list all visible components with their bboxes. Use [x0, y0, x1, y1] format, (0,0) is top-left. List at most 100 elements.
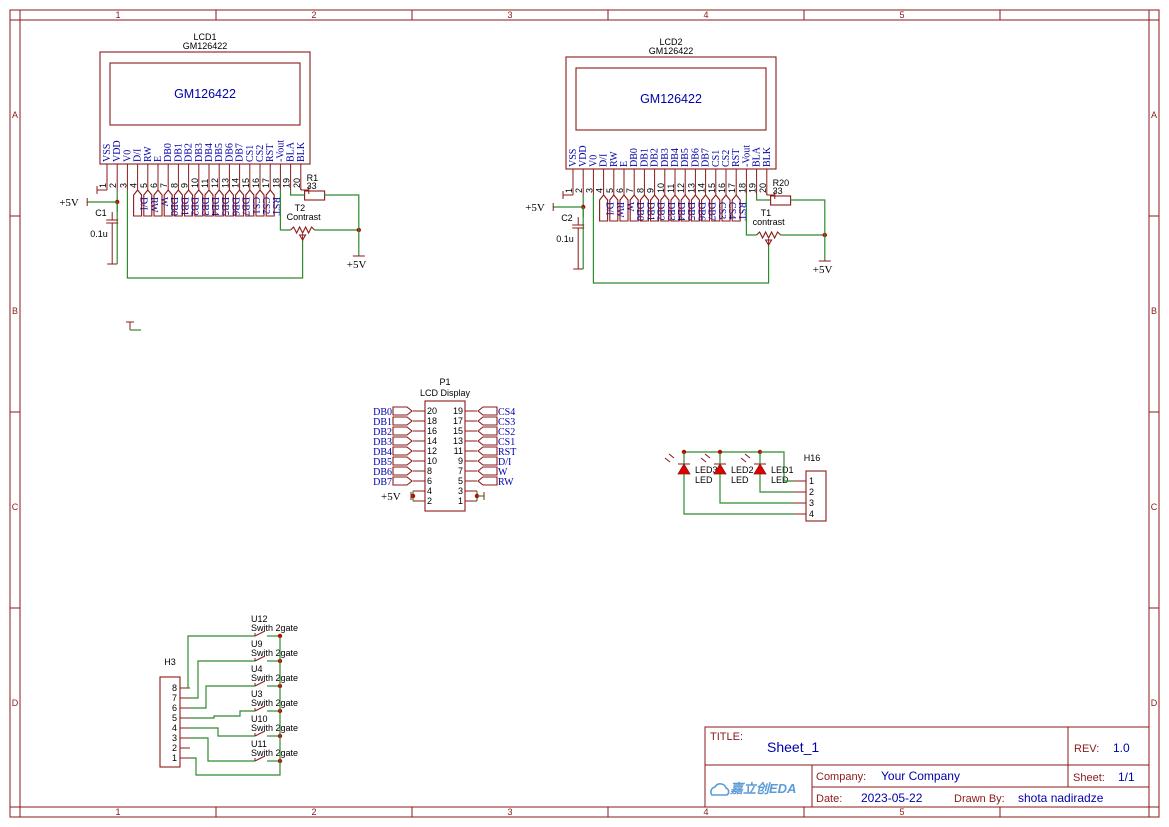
- sheet-value: 1/1: [1118, 770, 1135, 784]
- wire: [755, 195, 771, 201]
- lcd2-pin-name: DB5: [680, 148, 691, 167]
- lcd2-pin-number: 18: [737, 183, 747, 193]
- lcd2-pin-number: 2: [574, 188, 584, 193]
- lcd1-pin-number: 1: [98, 183, 108, 188]
- lcd2-pin-name: E: [619, 161, 630, 167]
- zone-column-label: 3: [507, 807, 512, 817]
- lcd2-net-flag: [721, 194, 731, 222]
- p1-net-right: CS3: [498, 417, 515, 428]
- p1-net-flag: [477, 446, 498, 456]
- p1-net-left: DB7: [373, 477, 392, 488]
- lcd2-net-label: DB6: [695, 202, 706, 221]
- zone-row-label: B: [12, 306, 18, 316]
- led-triangle: [753, 463, 767, 475]
- p1-net-flag: [392, 456, 413, 466]
- lcd1-pin-name: D/I: [133, 149, 144, 162]
- lcd2-pin-number: 19: [748, 183, 758, 193]
- lcd1-net-label: CS1: [250, 197, 261, 214]
- lcd1-pin-number: 6: [149, 183, 159, 188]
- lcd1-pin-number: 14: [231, 178, 241, 188]
- lcd2-pin-name: DB1: [639, 148, 650, 167]
- h3-pin-number: 4: [172, 723, 177, 733]
- p1-pin-number: 20: [427, 406, 437, 416]
- zone-row-label: C: [12, 502, 19, 512]
- lcd1-net-label: DB5: [219, 197, 230, 216]
- lcd1-pin-number: 17: [261, 178, 271, 188]
- switch-value: Swith 2gate: [251, 698, 298, 708]
- lcd1-pin-number: 12: [210, 178, 220, 188]
- company-value: Your Company: [881, 769, 960, 783]
- h3-pin-number: 6: [172, 703, 177, 713]
- lcd1-pin-number: 18: [271, 178, 281, 188]
- lcd2-net-label: D/I: [604, 202, 615, 215]
- lcd2-cap-ref: C2: [561, 213, 573, 223]
- lcd1-value: GM126422: [183, 41, 228, 51]
- lcd2-net-label: RW: [614, 202, 625, 218]
- p1-net-left: DB0: [373, 407, 392, 418]
- h3-pin-number: 8: [172, 683, 177, 693]
- wire: [190, 660, 255, 699]
- zone-column-label: 2: [311, 10, 316, 20]
- zone-row-label: B: [1151, 306, 1157, 316]
- p1-net-left: DB1: [373, 417, 392, 428]
- lcd1-pin-number: 20: [292, 178, 302, 188]
- led-value: LED: [731, 475, 749, 485]
- p1-body: [424, 400, 466, 512]
- lcd1-pot-resistor: [290, 225, 315, 235]
- switch-contact: [254, 655, 266, 662]
- lcd2-net-label: RST: [736, 202, 747, 220]
- p1-net-left: DB2: [373, 427, 392, 438]
- p1-pin-number: 1: [458, 496, 463, 506]
- lcd2-screen: [575, 67, 767, 131]
- lcd1-pin-name: BLA: [286, 141, 297, 162]
- lcd1-pin-name: DB5: [214, 143, 225, 162]
- lcd1-net-flag: [153, 189, 163, 217]
- lcd1-net-label: DB2: [189, 197, 200, 216]
- lcd1-ref: LCD1: [193, 32, 216, 42]
- p1-pin-number: 16: [427, 426, 437, 436]
- p1-net-flag: [392, 416, 413, 426]
- lcd2-net-flag: [619, 194, 629, 222]
- lcd2-net-flag: [639, 194, 649, 222]
- lcd2-pin-name: DB7: [701, 148, 712, 167]
- rev-label: REV:: [1074, 743, 1099, 755]
- lcd2-pin-number: 15: [707, 183, 717, 193]
- lcd1-net-flag: [204, 189, 214, 217]
- lcd1-pin-name: DB3: [194, 143, 205, 162]
- h16-pin-number: 4: [809, 509, 814, 519]
- lcd1-pin-number: 16: [251, 178, 261, 188]
- lcd1-pin-name: V0: [122, 150, 133, 162]
- lcd1-pin-number: 15: [241, 178, 251, 188]
- p1-net-flag: [477, 406, 498, 416]
- p1-pin-number: 8: [427, 466, 432, 476]
- lcd2-pot-value: contrast: [753, 217, 786, 227]
- lcd2-pin-name: RW: [609, 151, 620, 167]
- p1-pin-number: 5: [458, 476, 463, 486]
- led-light-icon: [700, 453, 711, 463]
- zone-row-label: A: [1151, 110, 1157, 120]
- lcd1-pin-number: 5: [139, 183, 149, 188]
- p1-net-flag: [392, 406, 413, 416]
- lcd1-net-flag: [184, 189, 194, 217]
- p1-net-flag: [477, 476, 498, 486]
- title-block-border: [704, 726, 1150, 808]
- zone-column-label: 5: [899, 10, 904, 20]
- switch-value: Swith 2gate: [251, 648, 298, 658]
- led-value: LED: [695, 475, 713, 485]
- lcd1-net-flag: [173, 189, 183, 217]
- lcd2-net-flag: [599, 194, 609, 222]
- lcd2-net-label: W: [624, 202, 635, 212]
- lcd1-resistor-value: 33: [307, 181, 317, 191]
- lcd2-pin-name: RST: [731, 149, 742, 167]
- led-ref: LED3: [695, 465, 718, 475]
- lcd1-pot-ref: T2: [295, 203, 306, 213]
- p1-pin-number: 11: [454, 446, 463, 456]
- h3-pin-number: 3: [172, 733, 177, 743]
- lcd2-pin-name: DB6: [690, 148, 701, 167]
- lcd2-net-label: CS4: [726, 202, 737, 219]
- lcd1-net-label: DB0: [168, 197, 179, 216]
- led-ref: LED2: [731, 465, 754, 475]
- lcd1-supply-right: +5V: [347, 259, 367, 271]
